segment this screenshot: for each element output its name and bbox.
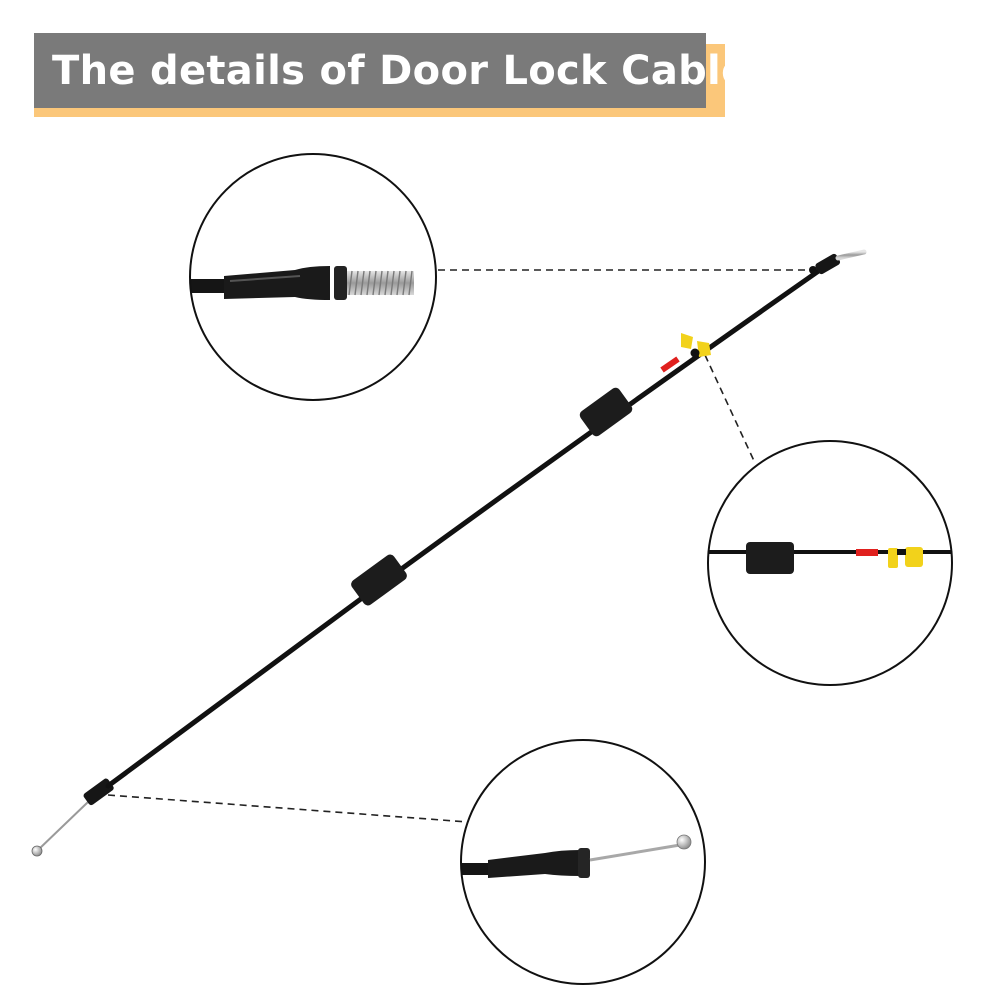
threaded-end-boot [224, 266, 330, 300]
ball-end-boot [488, 850, 580, 878]
foam-sleeve-upper [579, 387, 633, 437]
yellow-clip [681, 333, 711, 358]
threaded-end-nut [334, 266, 347, 300]
leader-lines [107, 269, 812, 823]
callout-threaded-end [189, 153, 437, 401]
callout-clip-marker [707, 440, 953, 686]
threaded-stud [347, 270, 414, 296]
leader-line-middle [704, 354, 756, 464]
detail-yellow-clip [888, 547, 923, 568]
detail-foam-sleeve [746, 542, 794, 574]
bottom-ball-end [31, 845, 43, 857]
leader-line-bottom [107, 794, 469, 823]
foam-sleeve-lower [351, 554, 407, 606]
bottom-wire [37, 801, 89, 851]
top-thread [835, 249, 867, 261]
callout-ball-end [460, 739, 706, 985]
ball-end-wire [589, 843, 681, 862]
main-cable [31, 249, 867, 857]
top-terminal-dot [809, 266, 817, 274]
page-title: The details of Door Lock Cable [52, 47, 749, 94]
ball-end-cable [461, 863, 495, 875]
ball-end-ball [676, 834, 692, 850]
top-terminal [815, 253, 841, 275]
red-marker [660, 356, 680, 373]
title-banner: The details of Door Lock Cable [34, 33, 748, 108]
ball-end-collar [578, 848, 590, 878]
detail-red-marker [856, 549, 878, 556]
